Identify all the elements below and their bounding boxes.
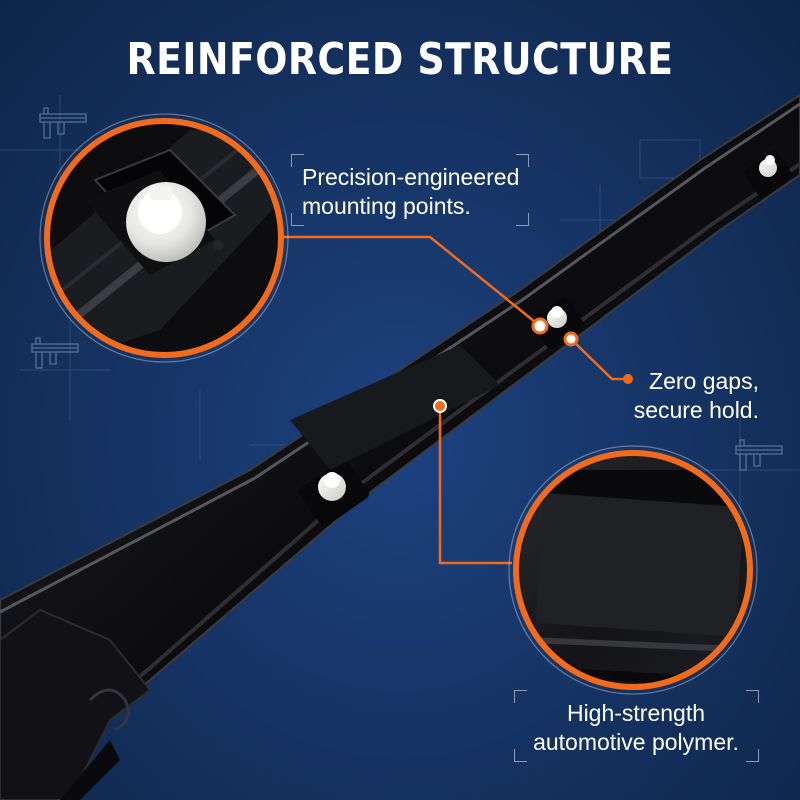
caliper-icon — [31, 337, 79, 369]
callout-gaps: Zero gaps, secure hold. — [628, 367, 759, 425]
callout-mounting: Precision-engineered mounting points. — [302, 163, 519, 221]
callout-polymer-line1: High-strength — [566, 700, 706, 726]
mounting-clip — [299, 459, 369, 527]
callout-mounting-line2: mounting points. — [302, 193, 471, 219]
caliper-icon — [735, 439, 783, 471]
caliper-icon — [39, 107, 87, 139]
callout-marker — [433, 317, 633, 413]
callout-polymer-line2: automotive polymer. — [533, 729, 739, 755]
callout-polymer: High-strength automotive polymer. — [520, 699, 752, 757]
callout-gaps-line1: Zero gaps, — [649, 368, 759, 394]
mounting-clip — [530, 297, 584, 349]
mounting-clip — [744, 150, 792, 198]
callout-mounting-line1: Precision-engineered — [302, 164, 520, 190]
callout-gaps-line2: secure hold. — [633, 397, 759, 423]
page-title: REINFORCED STRUCTURE — [126, 34, 674, 85]
